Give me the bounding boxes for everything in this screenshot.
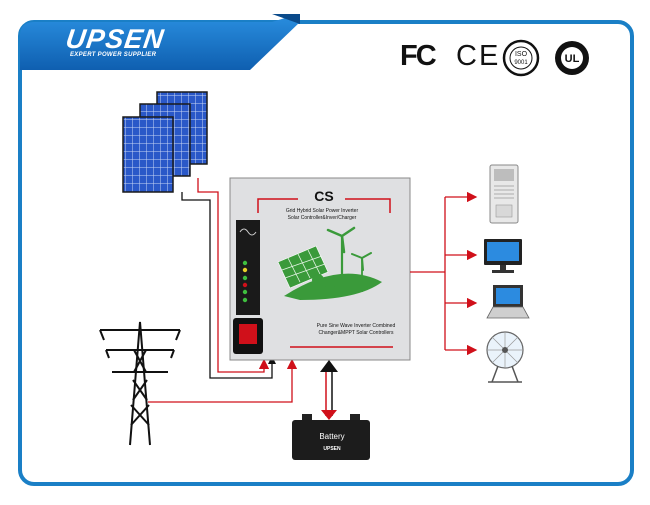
svg-text:9001: 9001 [514, 60, 528, 66]
transmission-tower-icon [99, 321, 181, 446]
brand-tagline: EXPERT POWER SUPPLIER [70, 52, 157, 58]
status-led-icon [242, 289, 248, 295]
status-led-icon [242, 282, 248, 288]
monitor-icon [484, 239, 522, 273]
solar-panels-icon [122, 91, 208, 193]
ul-certification-icon: UL [555, 41, 589, 75]
ce-certification-icon: CE [456, 40, 501, 72]
controller-unit [229, 177, 411, 361]
status-led-icon [242, 260, 248, 266]
battery-icon [292, 414, 370, 460]
svg-text:ISO: ISO [515, 51, 528, 58]
brand-banner [20, 14, 300, 70]
green-energy-artwork [277, 226, 382, 300]
battery-link [320, 360, 338, 420]
fan-icon [486, 331, 524, 383]
status-display-panel [236, 220, 260, 315]
status-led-icon [242, 275, 248, 281]
controller-subtitle-line2: Solar Controller&Inver/Charger [287, 215, 357, 221]
air-conditioner-icon [489, 164, 519, 224]
banner-fold [272, 14, 300, 24]
svg-text:UL: UL [565, 53, 580, 65]
iso-certification-icon: ISO 9001 [502, 39, 540, 77]
brand-logo: UPSEN [63, 24, 167, 54]
controller-subtitle-line1: Grid Hybrid Solar Power Inverter [285, 208, 359, 214]
battery-label: Battery [319, 432, 345, 441]
controller-footer-line2: Changer&MPPT Solar Controllers [318, 330, 394, 336]
laptop-icon [486, 285, 530, 319]
output-wiring [410, 191, 478, 356]
controller-model-title: CS [314, 188, 334, 204]
status-led-icon [242, 267, 248, 273]
fc-certification-icon: FC [400, 40, 437, 72]
input-wiring [148, 178, 298, 403]
status-led-icon [242, 297, 248, 303]
battery-brand: UPSEN [323, 446, 341, 452]
controller-footer-line1: Pure Sine Wave Inverter Combined [316, 323, 396, 329]
